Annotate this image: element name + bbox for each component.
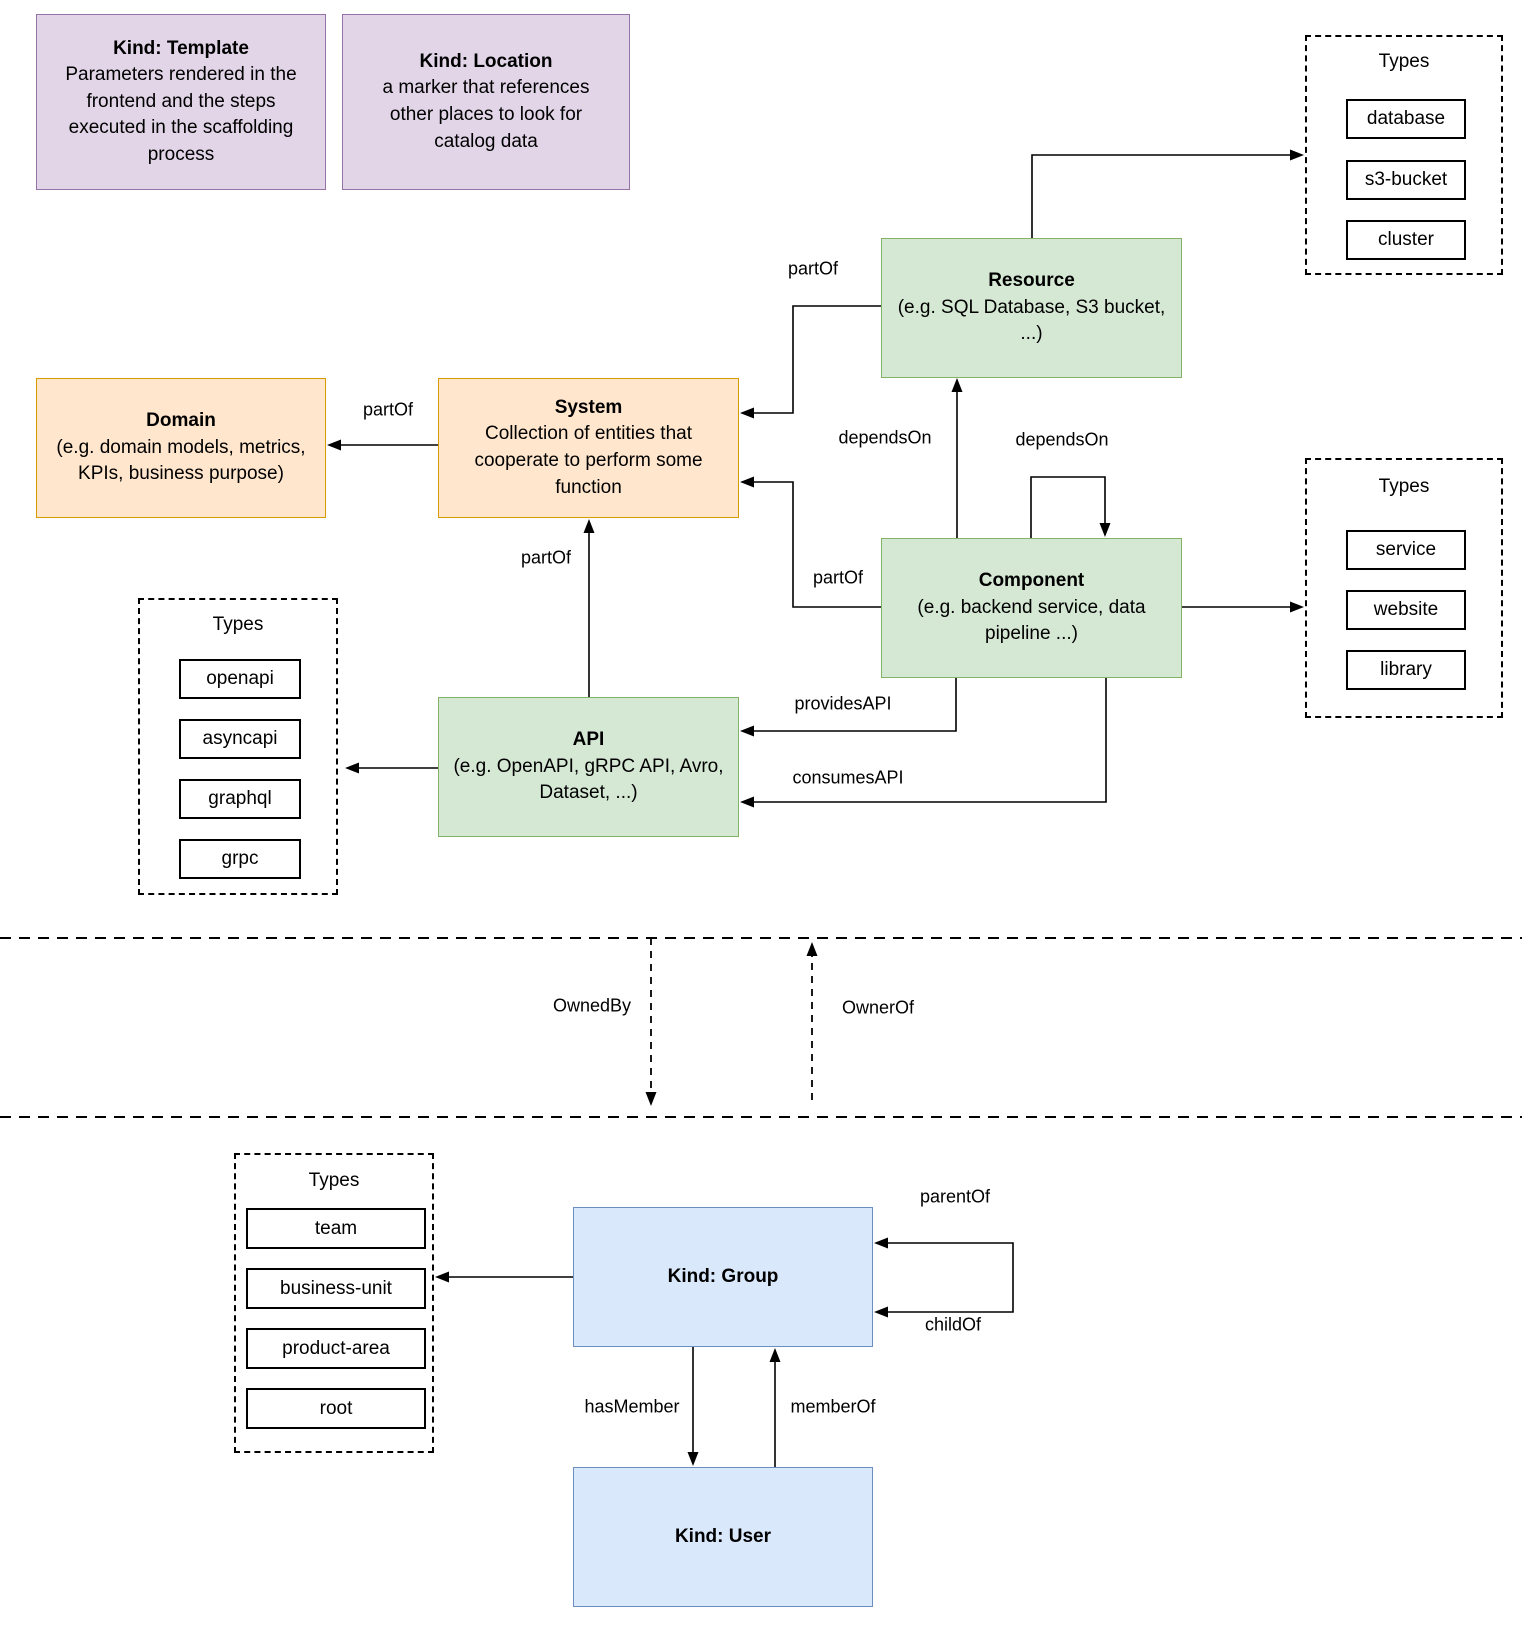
types-panel-component: Types service website library (1305, 458, 1503, 718)
edge-user-memberof-group (769, 1348, 781, 1467)
node-resource-title: Resource (988, 270, 1075, 292)
edge-label-hasmember: hasMember (581, 1396, 683, 1418)
types-panel-api-title: Types (212, 614, 264, 635)
type-item-website: website (1346, 590, 1466, 630)
node-location: Kind: Location a marker that references … (342, 14, 630, 190)
edge-component-dependson-resource (951, 378, 963, 538)
node-domain-desc: (e.g. domain models, metrics, KPIs, busi… (56, 436, 306, 485)
edge-component-dependson-self (1030, 476, 1111, 538)
edge-component-partof-system (740, 476, 881, 608)
edge-label-resource-partof: partOf (784, 258, 842, 280)
types-panel-resource: Types database s3-bucket cluster (1305, 35, 1503, 275)
node-api-desc: (e.g. OpenAPI, gRPC API, Avro, Dataset, … (453, 755, 724, 804)
edge-label-component-partof: partOf (809, 567, 867, 589)
node-template: Kind: Template Parameters rendered in th… (36, 14, 326, 190)
edge-component-providesapi-api (740, 678, 957, 737)
types-panel-resource-title: Types (1378, 51, 1430, 72)
type-item-asyncapi: asyncapi (179, 719, 301, 759)
edge-label-ownerof: OwnerOf (838, 997, 918, 1019)
edge-group-hasmember-user (687, 1347, 699, 1466)
node-component-title: Component (978, 570, 1085, 592)
node-api: API (e.g. OpenAPI, gRPC API, Avro, Datas… (438, 697, 739, 837)
node-resource: Resource (e.g. SQL Database, S3 bucket, … (881, 238, 1182, 378)
node-system-desc: Collection of entities that cooperate to… (474, 423, 703, 498)
node-domain-title: Domain (146, 410, 216, 432)
edge-label-providesapi: providesAPI (791, 693, 895, 715)
edge-resource-partof-system (740, 305, 881, 419)
node-resource-desc: (e.g. SQL Database, S3 bucket, ...) (897, 296, 1166, 345)
edge-system-partof-domain (327, 439, 438, 451)
edge-label-childof: childOf (921, 1314, 985, 1336)
edge-component-to-types (1182, 601, 1304, 613)
node-location-title: Kind: Location (419, 50, 553, 72)
edge-label-consumesapi: consumesAPI (789, 767, 907, 789)
edge-ownedby (645, 938, 657, 1106)
type-item-library: library (1346, 650, 1466, 690)
type-item-s3-bucket: s3-bucket (1346, 160, 1466, 200)
edge-api-to-types (345, 762, 438, 774)
type-item-grpc: grpc (179, 839, 301, 879)
edge-label-memberof: memberOf (787, 1396, 879, 1418)
node-template-desc: Parameters rendered in the frontend and … (65, 64, 297, 165)
edge-component-consumesapi-api (740, 678, 1107, 808)
type-item-service: service (1346, 530, 1466, 570)
type-item-business-unit: business-unit (246, 1268, 426, 1309)
node-group-title: Kind: Group (667, 1265, 779, 1287)
edge-ownerof (806, 942, 818, 1100)
edge-group-parentof-childof-loop (874, 1237, 1014, 1318)
edge-resource-to-types (1031, 149, 1304, 238)
edge-label-system-partof: partOf (359, 399, 417, 421)
node-system: System Collection of entities that coope… (438, 378, 739, 518)
edge-api-partof-system (583, 519, 595, 697)
node-api-title: API (572, 729, 605, 751)
types-panel-api: Types openapi asyncapi graphql grpc (138, 598, 338, 895)
node-user-title: Kind: User (674, 1525, 772, 1547)
node-domain: Domain (e.g. domain models, metrics, KPI… (36, 378, 326, 518)
node-user: Kind: User (573, 1467, 873, 1607)
type-item-root: root (246, 1388, 426, 1429)
type-item-product-area: product-area (246, 1328, 426, 1369)
type-item-team: team (246, 1208, 426, 1249)
node-component: Component (e.g. backend service, data pi… (881, 538, 1182, 678)
node-template-title: Kind: Template (113, 37, 249, 59)
node-system-title: System (554, 396, 623, 418)
type-item-cluster: cluster (1346, 220, 1466, 260)
node-component-desc: (e.g. backend service, data pipeline ...… (917, 596, 1146, 645)
edge-group-to-types (435, 1271, 573, 1283)
types-panel-group-title: Types (308, 1170, 360, 1191)
types-panel-group: Types team business-unit product-area ro… (234, 1153, 434, 1453)
type-item-graphql: graphql (179, 779, 301, 819)
edge-label-parentof: parentOf (916, 1186, 994, 1208)
type-item-database: database (1346, 99, 1466, 139)
edge-label-api-partof: partOf (517, 547, 575, 569)
edge-label-dependson-resource: dependsOn (835, 427, 935, 449)
edge-label-ownedby: OwnedBy (549, 995, 635, 1017)
edge-label-dependson-self: dependsOn (1012, 429, 1112, 451)
type-item-openapi: openapi (179, 659, 301, 699)
node-group: Kind: Group (573, 1207, 873, 1347)
node-location-desc: a marker that references other places to… (382, 77, 590, 152)
types-panel-component-title: Types (1378, 476, 1430, 497)
